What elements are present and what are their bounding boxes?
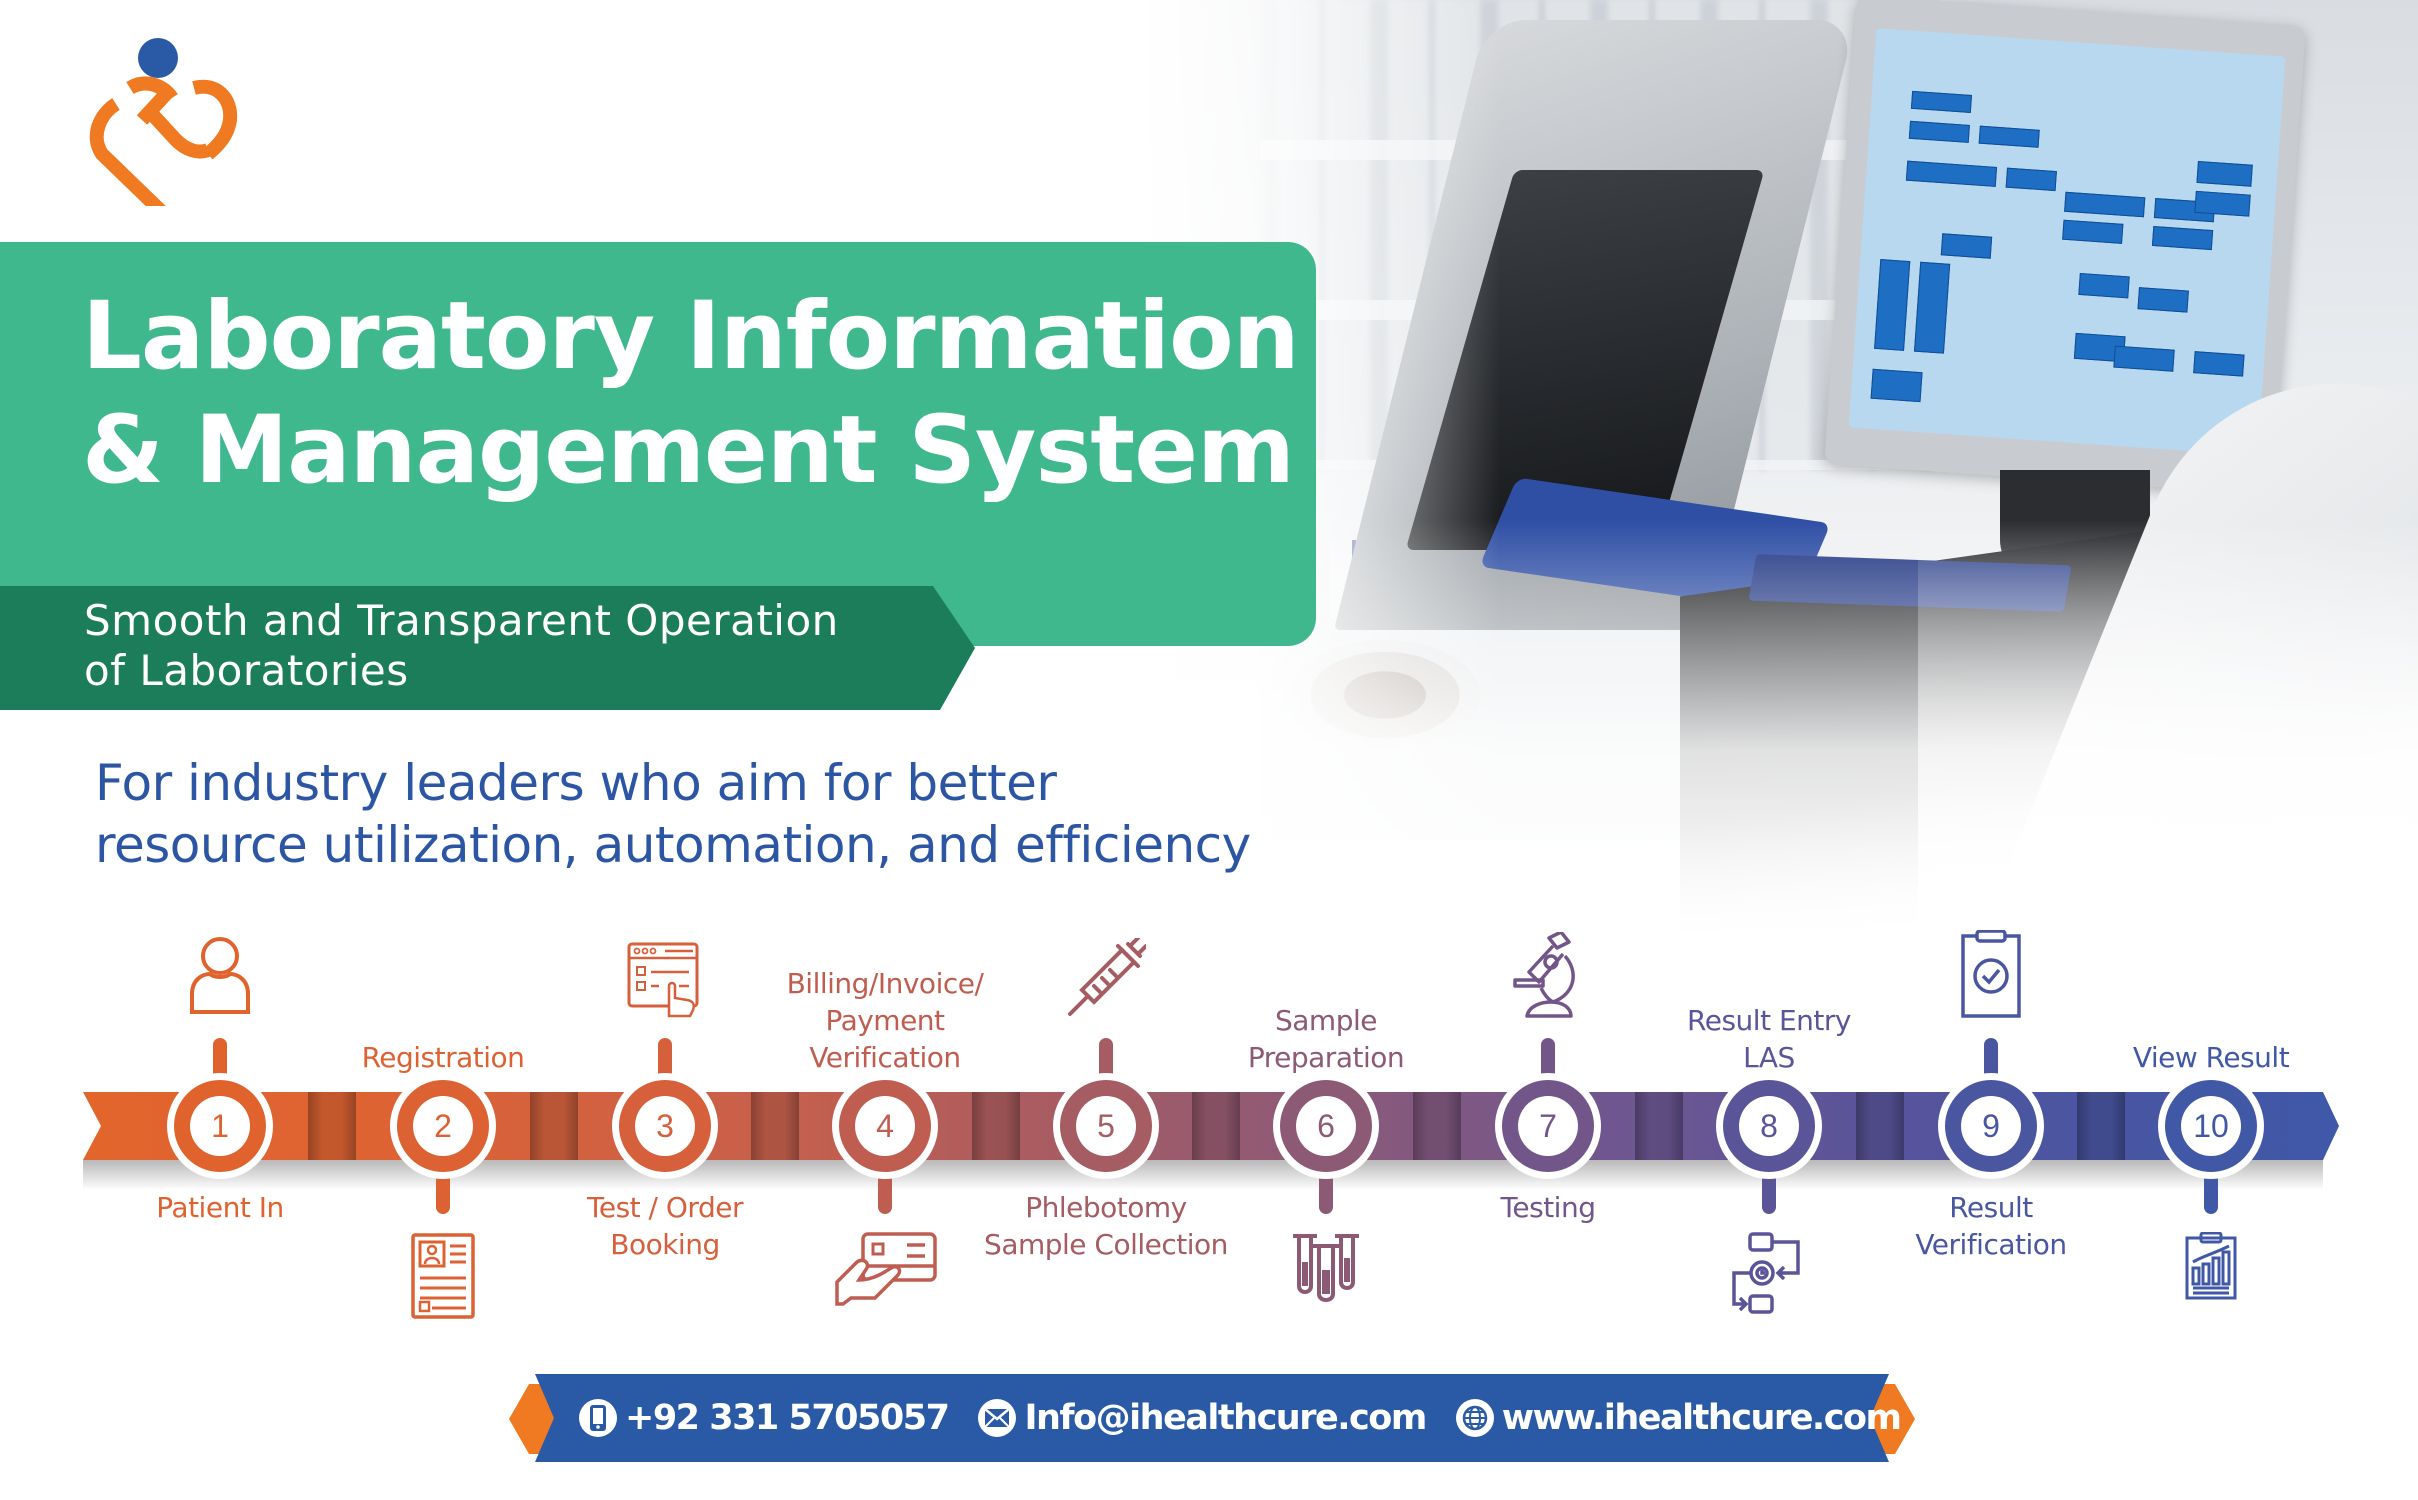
page-title-line-1: Laboratory Information [82, 282, 1300, 391]
step-label-line: Result Entry [1687, 1004, 1851, 1037]
contact-bar: +92 331 5705057 Info@ihealthcure.com www… [509, 1374, 1915, 1462]
ribbon-fold [1856, 1092, 1904, 1160]
step-label-line: View Result [2132, 1041, 2290, 1074]
step-number: 5 [1076, 1096, 1136, 1156]
step-number: 9 [1961, 1096, 2021, 1156]
step-label-line: Sample [1275, 1004, 1378, 1037]
step-label-line: Verification [1915, 1228, 2067, 1261]
mobile-phone-icon [579, 1399, 617, 1437]
clipboard-check-icon [1959, 929, 2023, 1023]
step-number: 1 [190, 1096, 250, 1156]
contact-bar-background [535, 1374, 1889, 1462]
tagline-line-2: resource utilization, automation, and ef… [95, 816, 1251, 874]
subtitle-band [0, 586, 975, 710]
contact-email[interactable]: Info@ihealthcure.com [978, 1398, 1427, 1438]
step-label: Patient In [70, 1189, 370, 1226]
step-label-line: Testing [1500, 1191, 1596, 1224]
step-label-line: Preparation [1247, 1041, 1405, 1074]
step-label-line: Payment [825, 1004, 945, 1037]
contact-phone-text: +92 331 5705057 [625, 1398, 950, 1438]
step-label: Testing [1398, 1189, 1698, 1226]
step-number: 2 [413, 1096, 473, 1156]
payment-card-hand-icon [833, 1232, 937, 1311]
contact-phone[interactable]: +92 331 5705057 [579, 1398, 950, 1438]
step-label-line: Billing/Invoice/ [786, 967, 984, 1000]
test-tubes-icon [1289, 1232, 1363, 1309]
tagline-line-1: For industry leaders who aim for better [95, 754, 1057, 812]
step-number: 7 [1518, 1096, 1578, 1156]
ribbon-fold [1413, 1092, 1461, 1160]
step-label: Registration [293, 1039, 593, 1076]
ribbon-fold [2077, 1092, 2125, 1160]
subtitle-line-2: of Laboratories [84, 646, 409, 695]
ribbon-fold [307, 1092, 356, 1160]
step-label-line: Booking [610, 1228, 720, 1261]
step-number: 3 [635, 1096, 695, 1156]
order-checklist-icon [627, 942, 703, 1023]
step-label-line: Sample Collection [984, 1228, 1228, 1261]
page-title-line-2: & Management System [82, 396, 1295, 505]
step-label-line: Registration [361, 1041, 525, 1074]
registration-form-icon [410, 1232, 476, 1325]
patient-user-icon [180, 934, 260, 1023]
ribbon-fold [530, 1092, 578, 1160]
step-label-line: Verification [809, 1041, 961, 1074]
subtitle-line-1: Smooth and Transparent Operation [84, 596, 839, 645]
page-title: Laboratory Information & Management Syst… [82, 280, 1300, 508]
contact-email-text: Info@ihealthcure.com [1024, 1398, 1427, 1438]
subtitle: Smooth and Transparent Operation of Labo… [84, 596, 839, 696]
step-label-line: LAS [1743, 1041, 1795, 1074]
ribbon-fold [751, 1092, 799, 1160]
hero-title-panel [0, 242, 1316, 646]
photo-fade-right [1918, 520, 2418, 940]
step-number: 10 [2181, 1096, 2241, 1156]
contact-website[interactable]: www.ihealthcure.com [1455, 1398, 1902, 1438]
ribbon-fold [1634, 1092, 1683, 1160]
ribbon-fold [971, 1092, 1020, 1160]
globe-icon [1455, 1399, 1494, 1437]
syringe-icon [1066, 936, 1148, 1023]
step-number: 8 [1739, 1096, 1799, 1156]
ihealthcure-heart-logo-icon[interactable] [80, 36, 240, 220]
report-chart-icon [2185, 1231, 2237, 1305]
step-label-line: Patient In [156, 1191, 284, 1224]
step-number: 4 [855, 1096, 915, 1156]
hero-photo-lab-analyzer [1140, 0, 2418, 940]
contact-items: +92 331 5705057 Info@ihealthcure.com www… [579, 1374, 1902, 1462]
step-label-line: Test / Order [587, 1191, 743, 1224]
workflow-automation-icon [1728, 1232, 1810, 1319]
step-label-line: Phlebotomy [1025, 1191, 1187, 1224]
ribbon-fold [1192, 1092, 1240, 1160]
microscope-icon [1513, 930, 1583, 1023]
tagline: For industry leaders who aim for better … [95, 752, 1251, 876]
monitor-screen [1848, 28, 2286, 456]
step-label: View Result [2061, 1039, 2361, 1076]
step-label-line: Result [1949, 1191, 2033, 1224]
envelope-icon [978, 1399, 1017, 1437]
contact-website-text: www.ihealthcure.com [1501, 1398, 1902, 1438]
step-number: 6 [1296, 1096, 1356, 1156]
